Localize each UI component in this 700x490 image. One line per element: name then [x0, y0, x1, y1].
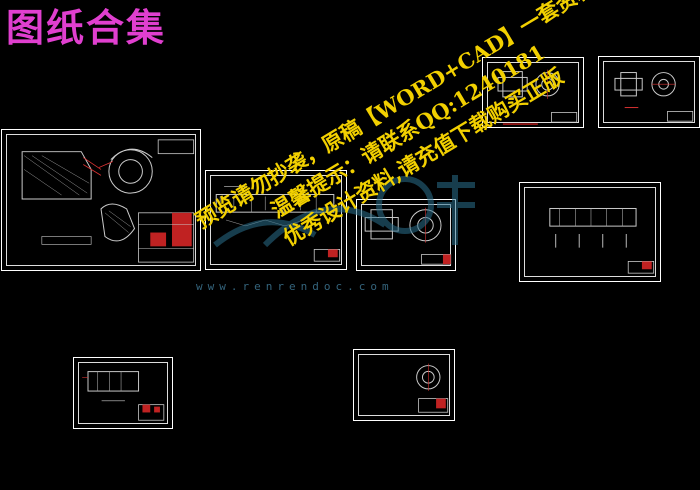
page-title: 图纸合集 [6, 6, 167, 50]
drawing-sheet-large-left[interactable] [1, 129, 201, 271]
site-logo-watermark [213, 175, 475, 248]
drawing-sheet-bottom-left[interactable] [73, 357, 173, 429]
site-url-watermark: www.renrendoc.com [196, 280, 394, 293]
drawing-sheet-right-assembly[interactable] [519, 182, 661, 282]
drawing-sheet-bottom-center[interactable] [353, 349, 455, 421]
drawing-sheet-top-right-1[interactable] [482, 57, 584, 128]
drawing-sheet-top-right-2[interactable] [598, 56, 700, 128]
